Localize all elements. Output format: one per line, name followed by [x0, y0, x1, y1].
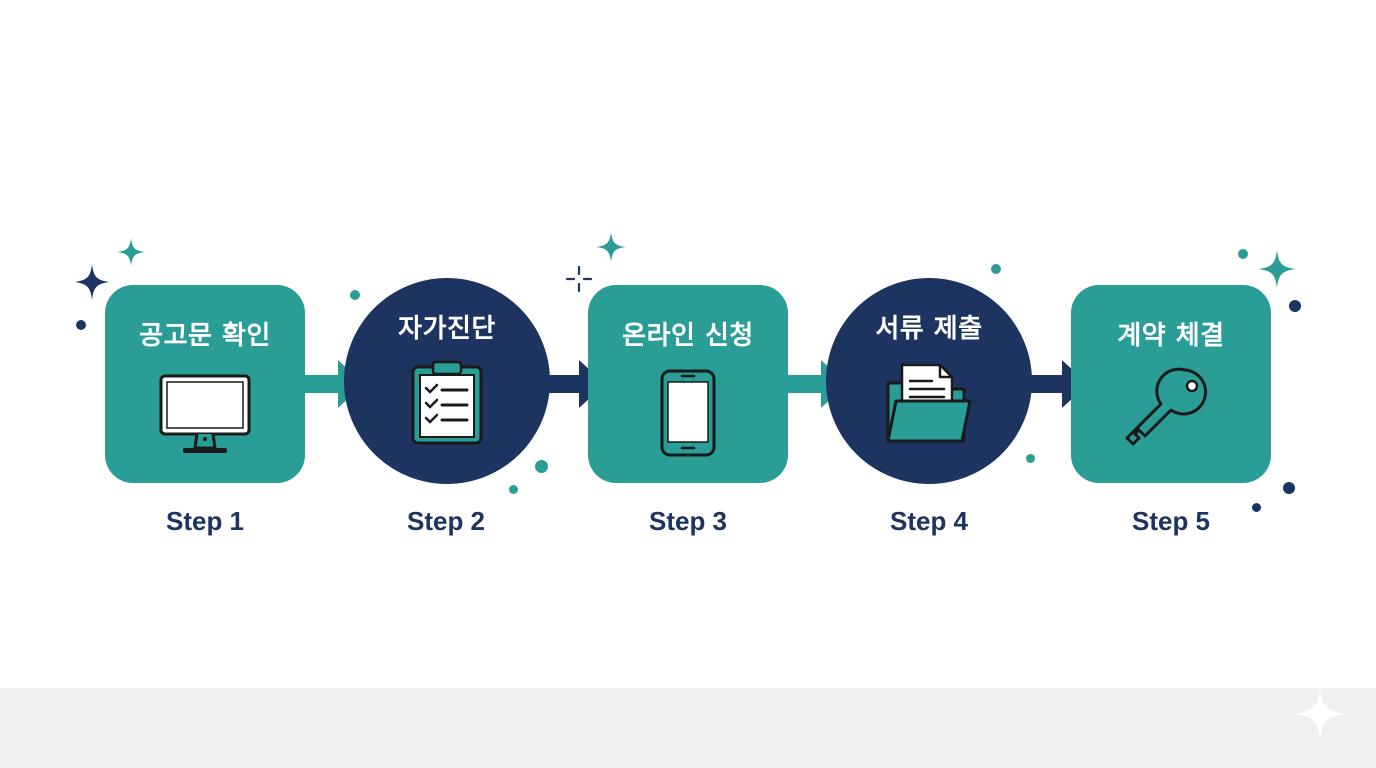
step-1-title: 공고문 확인 — [139, 321, 271, 351]
step-3-label: Step 3 — [648, 506, 728, 536]
sparkle-icon — [1258, 250, 1296, 288]
step-5-label: Step 5 — [1131, 506, 1211, 536]
step-5-title: 계약 체결 — [1117, 321, 1225, 351]
step-4-title: 서류 제출 — [875, 314, 983, 344]
dot — [509, 485, 518, 494]
dot — [535, 460, 548, 473]
dot — [350, 290, 360, 300]
dot — [1238, 249, 1248, 259]
footer-band — [0, 688, 1376, 768]
cross-sparkle-icon — [565, 265, 593, 293]
step-2-label: Step 2 — [406, 506, 486, 536]
sparkle-icon — [596, 232, 626, 262]
dot — [991, 264, 1001, 274]
dot — [1026, 454, 1035, 463]
step-4-label: Step 4 — [889, 506, 969, 536]
clipboard-checklist-icon — [411, 360, 483, 445]
monitor-icon — [159, 374, 251, 453]
step-2-circle: 자가진단 — [344, 278, 550, 484]
process-diagram: 공고문 확인 Step 1 자가진단 Step 2 온라인 신청 St — [74, 232, 1301, 536]
dot — [76, 320, 86, 330]
step-5-box: 계약 체결 — [1071, 285, 1271, 483]
sparkle-icon — [74, 264, 110, 300]
step-2-title: 자가진단 — [398, 314, 496, 344]
step-3-title: 온라인 신청 — [622, 321, 754, 351]
sparkle-icon — [117, 238, 145, 266]
step-4-circle: 서류 제출 — [826, 278, 1032, 484]
sparkle-icon — [1294, 688, 1346, 740]
step-1-label: Step 1 — [165, 506, 245, 536]
smartphone-icon — [660, 369, 716, 457]
dot — [1252, 503, 1261, 512]
step-1-box: 공고문 확인 — [105, 285, 305, 483]
dot — [1283, 482, 1295, 494]
document-folder-icon — [886, 363, 972, 443]
key-icon — [1125, 367, 1208, 446]
dot — [1289, 300, 1301, 312]
step-3-box: 온라인 신청 — [588, 285, 788, 483]
